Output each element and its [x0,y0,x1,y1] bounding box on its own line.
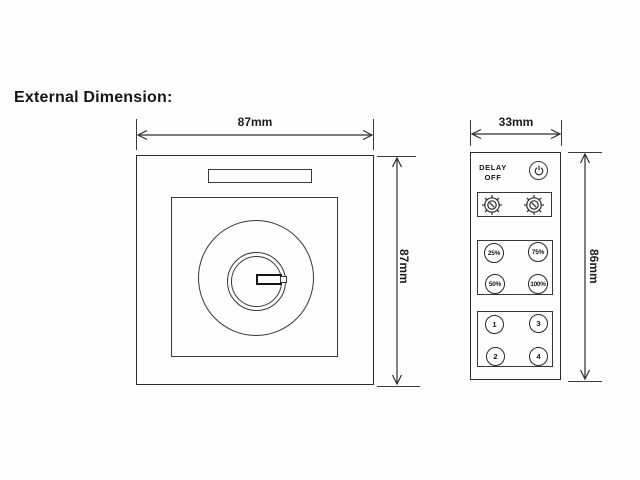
panel-knob-bezel [198,220,314,336]
delay-off-line2: OFF [484,172,502,182]
dimension-tick [136,119,137,150]
knob-panel [477,192,552,217]
rotary-knob-icon [482,195,502,215]
dimension-tick [470,120,471,146]
panel-inner-plate [171,197,338,357]
delay-off-line1: DELAY [479,163,507,172]
remote-body [470,152,561,380]
panel-knob-pointer-tip [280,276,287,283]
dimension-arrow [136,129,374,141]
panel-outer-frame [136,155,374,385]
dimension-tick [377,156,416,157]
rotary-knob-icon [524,195,544,215]
dimension-tick [568,152,602,153]
number-button-1: 1 [485,315,504,334]
panel-width-label: 87mm [237,115,273,129]
dimension-tick [373,119,374,150]
panel-knob-pointer [256,274,282,285]
remote-height-label: 86mm [587,249,601,284]
dimension-tick [568,381,602,382]
delay-off-label: DELAY OFF [477,163,509,182]
page-title: External Dimension: [14,89,173,106]
dimension-arrow [579,152,591,381]
dimension-arrow [391,156,403,386]
dimension-tick [561,120,562,146]
panel-top-slot [208,169,312,183]
dimension-arrow [470,128,562,140]
percent-button-25: 25% [484,243,504,263]
percent-button-100: 100% [528,274,548,294]
number-button-4: 4 [529,347,548,366]
power-button [529,161,548,180]
remote-width-label: 33mm [498,115,534,129]
percent-button-75: 75% [528,242,548,262]
number-button-2: 2 [486,347,505,366]
power-icon [534,165,543,175]
number-button-group [477,311,553,367]
dimension-tick [377,386,420,387]
percent-button-50: 50% [485,274,505,294]
panel-height-label: 87mm [397,249,411,284]
number-button-3: 3 [529,314,548,333]
percent-button-group [477,240,553,295]
